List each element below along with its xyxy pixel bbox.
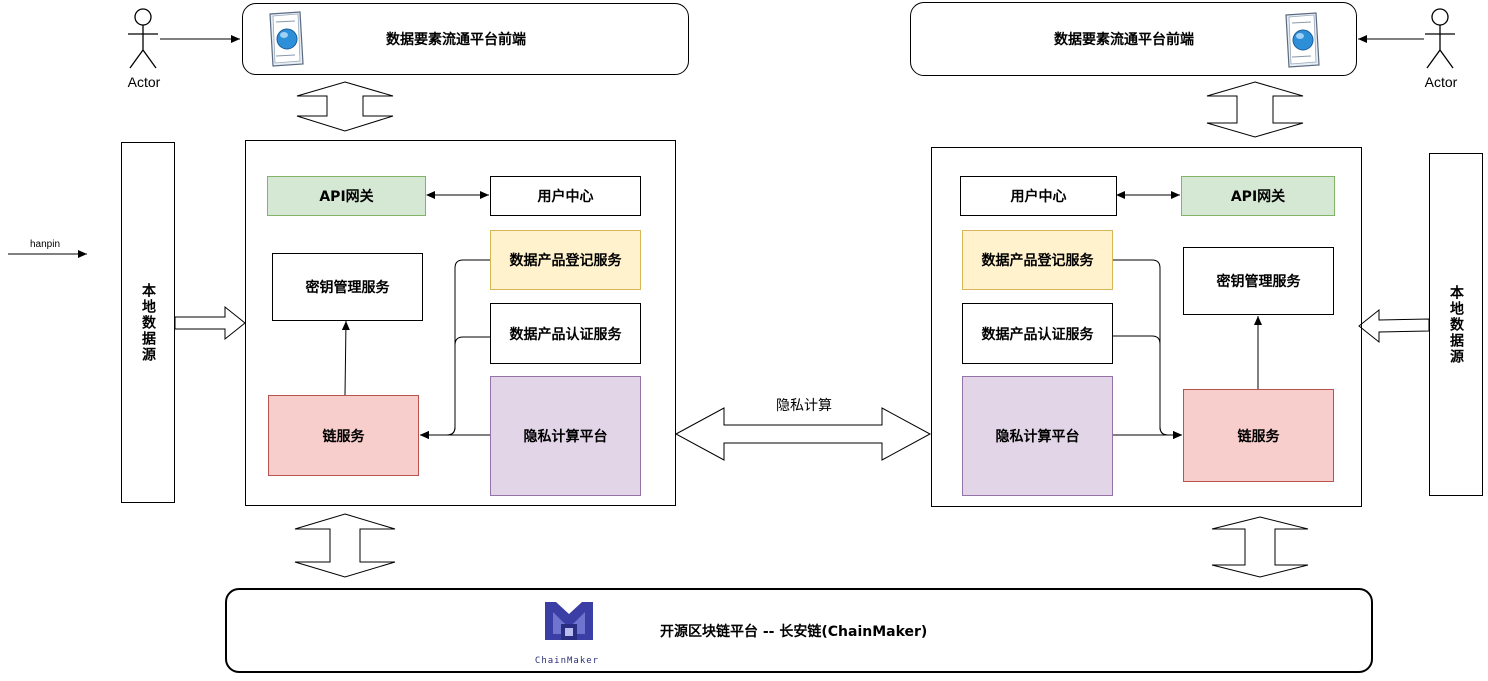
right-bottom-double-arrow bbox=[1211, 516, 1309, 578]
left-actor-icon bbox=[128, 8, 158, 69]
right-privacy-platform[interactable]: 隐私计算平台 bbox=[962, 376, 1113, 496]
right-source-arrow bbox=[1358, 308, 1430, 344]
right-actor-label: Actor bbox=[1424, 74, 1458, 90]
left-system-container bbox=[245, 140, 676, 506]
right-api-gateway[interactable]: API网关 bbox=[1181, 176, 1335, 216]
left-chain-kms-link bbox=[341, 320, 350, 396]
right-product-cert[interactable]: 数据产品认证服务 bbox=[962, 303, 1113, 364]
left-frontend-title: 数据要素流通平台前端 bbox=[386, 32, 526, 48]
left-product-cert[interactable]: 数据产品认证服务 bbox=[490, 303, 641, 364]
left-actor-label: Actor bbox=[127, 74, 161, 90]
left-kms[interactable]: 密钥管理服务 bbox=[272, 253, 423, 321]
left-frontend-panel[interactable]: 数据要素流通平台前端 bbox=[242, 3, 689, 75]
left-top-double-arrow bbox=[296, 81, 394, 132]
web-page-icon bbox=[269, 11, 304, 67]
left-user-center[interactable]: 用户中心 bbox=[490, 176, 641, 216]
right-frontend-title: 数据要素流通平台前端 bbox=[1054, 32, 1194, 48]
right-product-register[interactable]: 数据产品登记服务 bbox=[962, 230, 1113, 290]
blockchain-platform-panel[interactable]: ChainMaker 开源区块链平台 -- 长安链(ChainMaker) bbox=[225, 588, 1373, 673]
left-chain-service[interactable]: 链服务 bbox=[268, 395, 419, 476]
right-local-data-source[interactable]: 本地数据源 bbox=[1429, 153, 1483, 496]
right-frontend-panel[interactable]: 数据要素流通平台前端 bbox=[910, 2, 1357, 76]
left-api-gateway[interactable]: API网关 bbox=[267, 176, 426, 216]
right-system-container bbox=[931, 147, 1362, 507]
privacy-link-label: 隐私计算 bbox=[776, 398, 832, 414]
chainmaker-logo-text: ChainMaker bbox=[534, 656, 600, 666]
web-page-icon bbox=[1285, 12, 1320, 68]
privacy-double-arrow bbox=[674, 407, 932, 461]
left-privacy-platform[interactable]: 隐私计算平台 bbox=[490, 376, 641, 496]
right-chain-service[interactable]: 链服务 bbox=[1183, 389, 1334, 482]
left-local-data-source[interactable]: 本地数据源 bbox=[121, 142, 175, 503]
right-kms[interactable]: 密钥管理服务 bbox=[1183, 247, 1334, 315]
chainmaker-logo-icon bbox=[545, 602, 593, 640]
right-actor-icon bbox=[1425, 8, 1455, 69]
right-top-double-arrow bbox=[1206, 81, 1304, 138]
right-user-center[interactable]: 用户中心 bbox=[960, 176, 1117, 216]
blockchain-title: 开源区块链平台 -- 长安链(ChainMaker) bbox=[660, 623, 928, 640]
left-source-arrow bbox=[174, 305, 246, 341]
left-product-register[interactable]: 数据产品登记服务 bbox=[490, 230, 641, 290]
hanpin-label: hanpin bbox=[29, 239, 62, 250]
left-bottom-double-arrow bbox=[294, 513, 396, 578]
